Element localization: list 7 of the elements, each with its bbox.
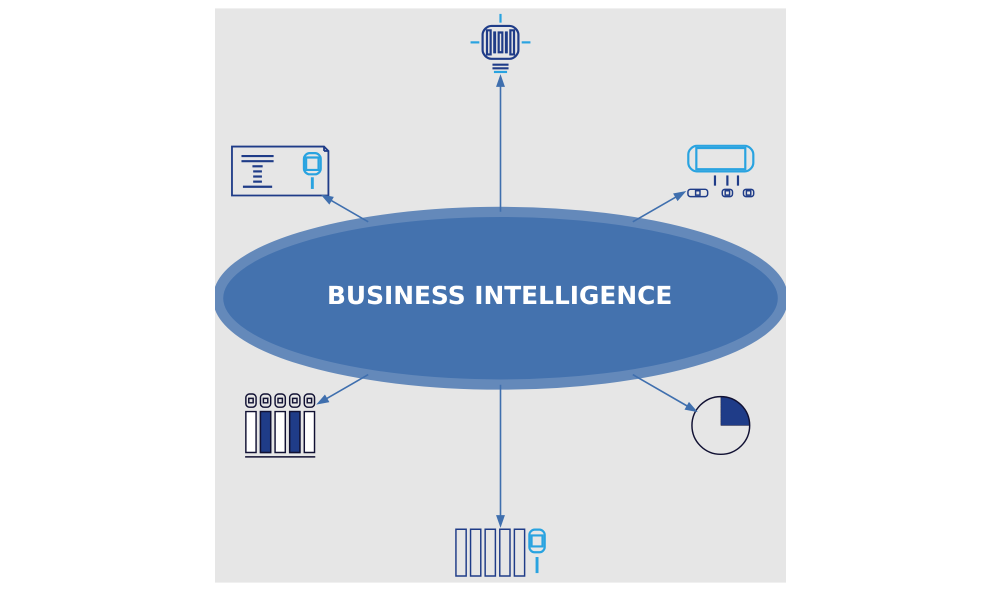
arrow (496, 74, 504, 212)
arrow (632, 374, 698, 412)
node-ellipse: BUSINESS INTELLIGENCE (214, 206, 786, 390)
arrow (316, 374, 368, 405)
arrow (632, 190, 686, 223)
arrow (496, 384, 504, 528)
arrow (320, 194, 368, 223)
